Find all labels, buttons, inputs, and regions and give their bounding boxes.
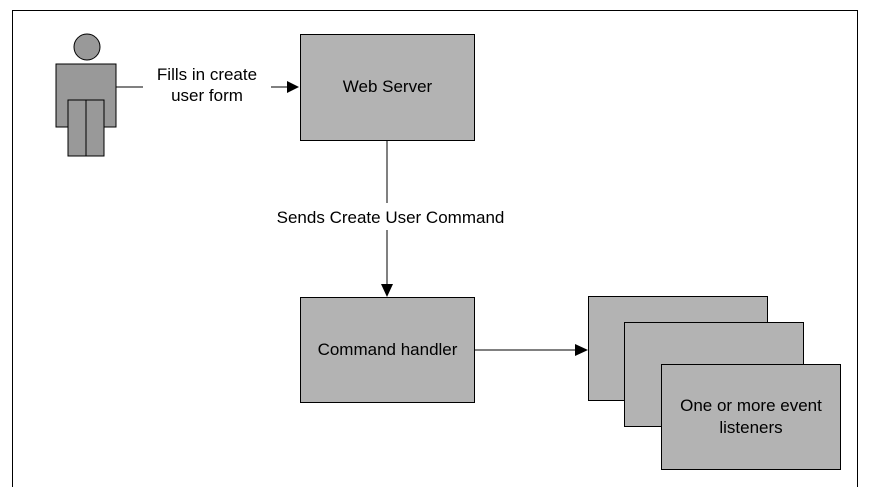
command-handler-label: Command handler (317, 339, 458, 359)
edge-label-sends-command: Sends Create User Command (253, 207, 528, 229)
person-icon (55, 33, 117, 157)
web-server-label: Web Server (342, 77, 433, 97)
edge-user-to-web-server (116, 81, 299, 93)
edge-command-handler-to-listeners (475, 344, 588, 356)
event-listeners-label: One or more event listeners (680, 395, 822, 437)
web-server-node: Web Server (300, 34, 475, 141)
edge-label-fills-form: Fills in create user form (143, 64, 271, 107)
edge-web-server-to-command-handler (381, 141, 393, 297)
diagram-frame (12, 10, 858, 487)
event-listeners-node: One or more event listeners (661, 364, 841, 470)
command-handler-node: Command handler (300, 297, 475, 403)
